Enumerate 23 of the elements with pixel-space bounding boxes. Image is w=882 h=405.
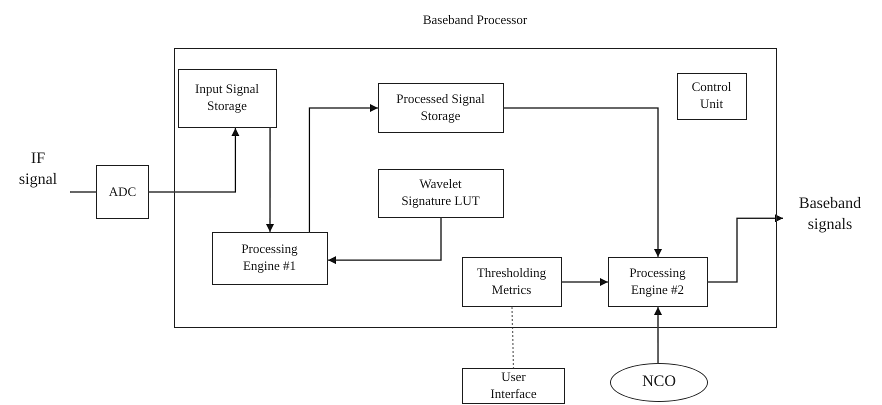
control-box: Control Unit bbox=[676, 72, 746, 120]
arrow bbox=[654, 307, 662, 363]
arrow bbox=[708, 214, 783, 283]
arrow bbox=[328, 218, 442, 264]
converter-box: ADC bbox=[96, 165, 149, 219]
storage-box: Input Signal Storage bbox=[178, 68, 276, 128]
arrow bbox=[308, 104, 378, 232]
storage-box: Processed Signal Storage bbox=[378, 82, 504, 132]
arrow bbox=[266, 128, 274, 232]
arrow bbox=[562, 278, 608, 286]
engine-box: Processing Engine #1 bbox=[212, 232, 328, 284]
arrow bbox=[149, 128, 240, 193]
lookup-table-box: Wavelet Signature LUT bbox=[378, 168, 504, 218]
dotted-connector bbox=[511, 306, 514, 368]
oscillator-ellipse: NCO bbox=[610, 363, 708, 402]
frame-title: Baseband Processor bbox=[422, 12, 528, 29]
signal-label: IF signal bbox=[6, 145, 70, 195]
interface-box: User Interface bbox=[462, 368, 565, 404]
signal-label: Baseband signals bbox=[783, 188, 877, 242]
connector-line bbox=[70, 191, 96, 193]
metrics-box: Thresholding Metrics bbox=[462, 256, 562, 306]
arrow bbox=[504, 107, 662, 257]
engine-box: Processing Engine #2 bbox=[608, 256, 708, 306]
